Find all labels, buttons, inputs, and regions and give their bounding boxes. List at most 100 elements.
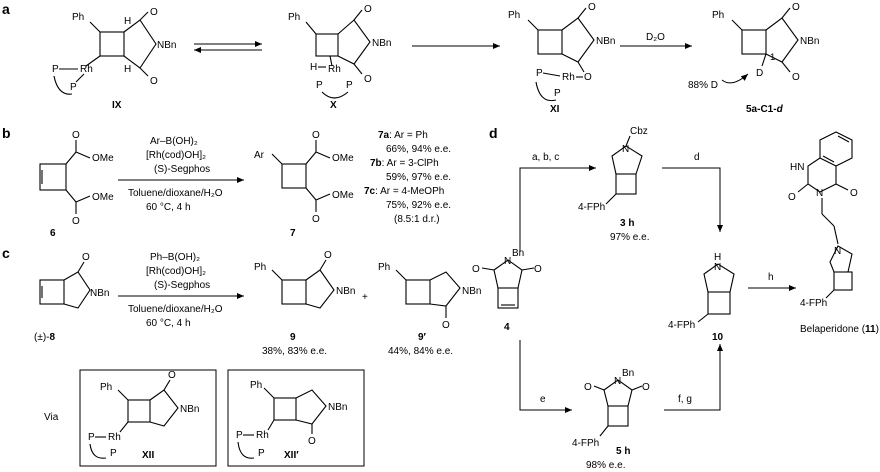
x-ph: Ph: [288, 12, 300, 23]
arrow-4-to-3h: [519, 165, 596, 252]
xiip-o: O: [308, 436, 316, 447]
s5h-o-right: O: [642, 382, 650, 393]
panel-label-d: d: [489, 125, 498, 141]
xi-ph: Ph: [508, 10, 520, 21]
product-a-position: 1: [770, 52, 775, 63]
product-a-ph: Ph: [712, 10, 724, 21]
xi-p2: P: [554, 88, 561, 99]
xi-label: XI: [550, 104, 560, 115]
product-a-o-top: O: [792, 2, 800, 13]
s3h-ee: 97% e.e.: [610, 232, 649, 243]
xi-rh: Rh: [562, 72, 575, 83]
b-cond-2: [Rh(cod)OH]₂: [146, 150, 206, 161]
xiip-label: XII′: [284, 450, 299, 461]
structure-belaperidone: HN O O N N 4-FPh Belaperidone (11): [788, 131, 879, 335]
b-cond-1: Ar–B(OH)₂: [150, 136, 198, 147]
d2o-reagent: D₂O: [646, 32, 665, 43]
s9-label: 9: [290, 332, 296, 343]
s9-ph: Ph: [254, 262, 266, 273]
arrow-5h-to-10: [664, 344, 723, 411]
xi-o-enolate: O: [584, 72, 592, 83]
s4-o-right: O: [534, 264, 542, 275]
c-cond-3: (S)-Segphos: [154, 280, 210, 291]
s9p-nbn: NBn: [462, 286, 481, 297]
result-dr: (8.5:1 d.r.): [394, 214, 440, 225]
x-o-top: O: [364, 4, 372, 15]
xiip-p1: P: [236, 430, 243, 441]
s9p-ph: Ph: [378, 262, 390, 273]
s7-label: 7: [290, 228, 296, 239]
box-xii: [79, 369, 217, 467]
product-a-o-bottom: O: [792, 72, 800, 83]
s6-o-bottom: O: [72, 216, 80, 227]
step-h: h: [768, 272, 774, 283]
s4-label: 4: [504, 322, 510, 333]
ix-h-top: H: [124, 16, 131, 27]
s4-bn: Bn: [512, 248, 524, 259]
result-7a-yield: 66%, 94% e.e.: [386, 144, 451, 155]
xiip-rh: Rh: [256, 430, 269, 441]
xii-ph: Ph: [100, 382, 112, 393]
ix-p2: P: [70, 82, 77, 93]
s4-n: N: [504, 256, 511, 267]
s10-n: N: [714, 262, 721, 273]
s8-nbn: NBn: [90, 288, 109, 299]
structure-ix: Ph H H O O NBn Rh P P IX: [52, 7, 176, 111]
s5h-ar: 4-FPh: [572, 438, 599, 449]
final-o-left: O: [788, 192, 796, 203]
s5h-bn: Bn: [622, 368, 634, 379]
s5h-label: 5 h: [616, 446, 630, 457]
s10-h: H: [714, 252, 721, 263]
ix-o-bottom: O: [150, 76, 158, 87]
s9p-label: 9′: [418, 332, 427, 343]
c-cond-4: Toluene/dioxane/H₂O: [128, 304, 223, 315]
ix-h-bottom: H: [124, 64, 131, 75]
structure-5h: O O N Bn 4-FPh 5 h 98% e.e.: [572, 368, 650, 471]
xi-p1: P: [536, 68, 543, 79]
results-7: 7a: Ar = Ph 66%, 94% e.e. 7b: Ar = 3-ClP…: [364, 130, 451, 225]
c-cond-1: Ph–B(OH)₂: [150, 252, 200, 263]
structure-3h: N Cbz 4-FPh 3 h 97% e.e.: [578, 126, 649, 243]
xii-p2: P: [110, 448, 117, 459]
s9-yield: 38%, 83% e.e.: [262, 346, 327, 357]
xiip-p2: P: [258, 448, 265, 459]
final-name: Belaperidone (11): [800, 324, 879, 335]
structure-xii-prime: Ph O NBn Rh P P XII′: [236, 380, 347, 461]
panel-label-b: b: [2, 125, 11, 141]
structure-xi: Ph O O NBn Rh P P XI: [508, 2, 615, 115]
structure-9-prime: Ph O NBn 9′ 44%, 84% e.e.: [378, 262, 481, 357]
result-7a: 7a: Ar = Ph: [378, 130, 428, 141]
s6-label: 6: [50, 228, 56, 239]
b-cond-3: (S)-Segphos: [154, 164, 210, 175]
ix-o-top: O: [150, 7, 158, 18]
structure-10: N H 4-FPh 10: [668, 252, 735, 343]
equilibrium-arrow: [194, 41, 262, 53]
final-ar: 4-FPh: [800, 298, 827, 309]
s7-ar: Ar: [254, 150, 265, 161]
s4-o-left: O: [472, 264, 480, 275]
result-7c: 7c: Ar = 4-MeOPh: [364, 186, 444, 197]
xii-label: XII: [142, 450, 154, 461]
ix-label: IX: [112, 100, 122, 111]
product-a-label: 5a-C1-d: [746, 104, 784, 115]
s8-label: (±)-8: [34, 332, 55, 343]
b-cond-5: 60 °C, 4 h: [146, 202, 191, 213]
result-7b-yield: 59%, 97% e.e.: [386, 172, 451, 183]
s3h-label: 3 h: [620, 218, 634, 229]
structure-xii: Ph O NBn Rh P P XII: [88, 370, 199, 461]
s3h-ar: 4-FPh: [578, 202, 605, 213]
result-7c-yield: 75%, 92% e.e.: [386, 200, 451, 211]
s5h-ee: 98% e.e.: [586, 460, 625, 471]
c-cond-2: [Rh(cod)OH]₂: [146, 266, 206, 277]
x-h: H: [310, 62, 317, 73]
ix-rh: Rh: [80, 64, 93, 75]
s10-ar: 4-FPh: [668, 320, 695, 331]
step-e: e: [540, 394, 546, 405]
s9-o: O: [324, 250, 332, 261]
ix-p1: P: [52, 64, 59, 75]
structure-9: Ph O NBn 9 38%, 83% e.e.: [254, 250, 355, 357]
xi-o-top: O: [588, 2, 596, 13]
s7-o-top: O: [312, 130, 320, 141]
step-fg: f, g: [678, 394, 692, 405]
